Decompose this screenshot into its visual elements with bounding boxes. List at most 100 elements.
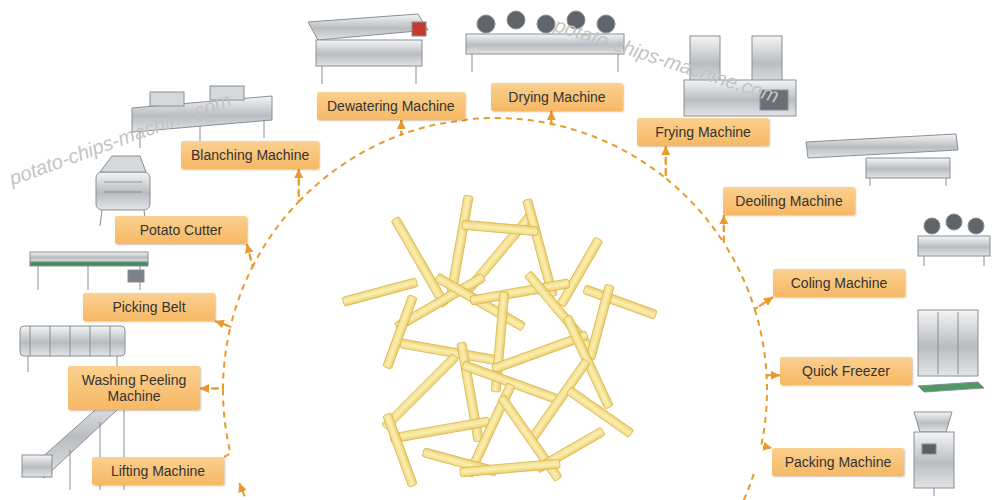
base bbox=[934, 488, 935, 496]
machine-label: Frying Machine bbox=[637, 118, 769, 146]
leg bbox=[264, 120, 265, 138]
machine-label: Deoiling Machine bbox=[723, 187, 855, 215]
drum-rib bbox=[90, 326, 91, 356]
flow-arrow bbox=[724, 215, 773, 309]
cutter-hopper bbox=[100, 156, 146, 172]
flow-arrow bbox=[761, 375, 780, 448]
machine-label: Drying Machine bbox=[491, 83, 623, 111]
machine-name: Washing Peeling Machine bbox=[78, 372, 190, 404]
freezer-cabinet bbox=[918, 310, 978, 376]
leg bbox=[924, 256, 925, 266]
leg bbox=[70, 450, 71, 490]
machine-label: Quick Freezer bbox=[780, 357, 912, 385]
french-fries bbox=[342, 195, 657, 487]
fan bbox=[477, 15, 495, 33]
fan bbox=[507, 11, 525, 29]
flow-arrow bbox=[755, 297, 780, 375]
cooling-machine bbox=[918, 214, 990, 266]
quick-freezer bbox=[918, 310, 984, 392]
machine-label: Potato Cutter bbox=[115, 216, 247, 244]
machine-name: Lifting Machine bbox=[102, 463, 214, 479]
machine-label: Dewatering Machine bbox=[317, 92, 465, 120]
leg bbox=[870, 178, 871, 186]
picking-belt bbox=[30, 252, 148, 290]
screen bbox=[922, 444, 936, 454]
vibrating-screen bbox=[308, 14, 428, 40]
drum-rib bbox=[50, 326, 51, 356]
packer-body bbox=[914, 432, 954, 488]
flow-arrow bbox=[666, 146, 724, 243]
cutter-body bbox=[96, 172, 150, 210]
machine-label: Lifting Machine bbox=[92, 457, 224, 485]
french-fry bbox=[390, 417, 490, 443]
hopper bbox=[22, 455, 52, 477]
machine-label: Washing Peeling Machine bbox=[68, 366, 200, 410]
flow-arc bbox=[726, 474, 754, 500]
leg bbox=[38, 266, 39, 290]
leg bbox=[322, 66, 323, 84]
fan bbox=[946, 214, 962, 230]
frame bbox=[316, 40, 422, 66]
machine-name: Frying Machine bbox=[647, 124, 759, 140]
flow-arrow bbox=[215, 244, 253, 326]
drum-rib bbox=[110, 326, 111, 356]
machine-name: Deoiling Machine bbox=[733, 193, 845, 209]
machine-name: Packing Machine bbox=[782, 454, 894, 470]
leg bbox=[984, 256, 985, 266]
machine-label: Blanching Machine bbox=[181, 141, 319, 169]
brush-drum bbox=[20, 326, 125, 356]
flow-arrow bbox=[200, 389, 231, 457]
blade-slot bbox=[104, 182, 142, 183]
machine-name: Potato Cutter bbox=[125, 222, 237, 238]
machine-name: Dewatering Machine bbox=[327, 98, 455, 114]
french-fry bbox=[583, 285, 657, 319]
french-fry bbox=[460, 459, 560, 477]
french-fry bbox=[383, 413, 417, 487]
hood bbox=[150, 92, 184, 106]
leg bbox=[28, 356, 29, 372]
blade-slot bbox=[104, 192, 142, 193]
leg bbox=[472, 54, 473, 72]
machine-name: Picking Belt bbox=[93, 299, 205, 315]
french-fry bbox=[383, 295, 417, 369]
leg bbox=[88, 266, 89, 290]
dewatering-machine bbox=[308, 14, 428, 84]
outfeed-belt bbox=[918, 382, 984, 392]
flow-arc bbox=[239, 483, 259, 500]
packing-machine bbox=[914, 412, 954, 496]
fan bbox=[968, 218, 984, 234]
panel-seam bbox=[938, 312, 939, 374]
machine-name: Drying Machine bbox=[501, 89, 613, 105]
watermark: potato-chips-machine.com bbox=[6, 88, 234, 190]
machine-name: Blanching Machine bbox=[191, 147, 309, 163]
weigher bbox=[914, 412, 952, 432]
machine-label: Packing Machine bbox=[772, 448, 904, 476]
french-fry bbox=[586, 284, 614, 360]
leg bbox=[416, 66, 417, 84]
panel-seam bbox=[958, 312, 959, 374]
cooler-frame bbox=[918, 236, 990, 256]
machine-name: Coling Machine bbox=[783, 275, 895, 291]
flow-arrow bbox=[247, 169, 299, 266]
motor bbox=[412, 22, 426, 36]
fan bbox=[924, 218, 940, 234]
machine-name: Quick Freezer bbox=[790, 363, 902, 379]
machine-label: Coling Machine bbox=[773, 269, 905, 297]
machine-label: Picking Belt bbox=[83, 293, 215, 321]
french-fry bbox=[462, 220, 538, 236]
frame bbox=[866, 158, 950, 178]
motor bbox=[128, 270, 144, 282]
drum-rib bbox=[30, 326, 31, 356]
leg bbox=[200, 126, 201, 142]
leg bbox=[100, 210, 102, 226]
french-fry bbox=[391, 216, 449, 307]
flow-arrow bbox=[200, 321, 230, 388]
belt-surface bbox=[30, 262, 148, 266]
deoiling-machine bbox=[806, 134, 958, 186]
drum-rib bbox=[70, 326, 71, 356]
leg bbox=[946, 178, 947, 186]
screen bbox=[806, 134, 958, 158]
belt bbox=[30, 252, 148, 262]
